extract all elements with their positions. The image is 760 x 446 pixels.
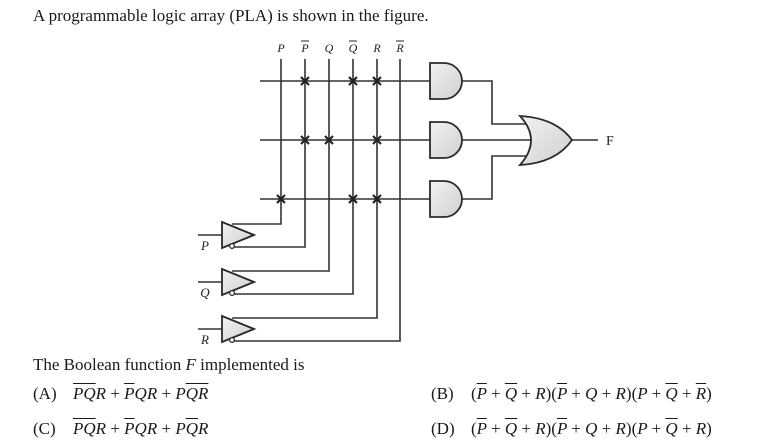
inversion-bubble — [229, 290, 236, 297]
or-gate — [517, 114, 574, 167]
option-b[interactable]: (B) (P + Q + R)(P + Q + R)(P + Q + R) — [431, 384, 712, 404]
option-label: (D) — [431, 419, 455, 438]
option-expression: (P + Q + R)(P + Q + R)(P + Q + R) — [471, 384, 712, 403]
and-gate — [429, 121, 463, 159]
wiring — [198, 59, 598, 342]
crosspoint-mark — [372, 76, 382, 86]
input-label-q: Q — [200, 285, 210, 300]
column-label-r: R — [372, 41, 381, 55]
buffer-inverter-gate — [221, 220, 257, 250]
crosspoint-mark — [300, 76, 310, 86]
option-c[interactable]: (C) PQR + PQR + PQR — [33, 419, 208, 439]
input-label-p: P — [200, 238, 209, 253]
complement-line — [232, 59, 306, 248]
true-line — [232, 59, 330, 272]
crosspoint-mark — [372, 135, 382, 145]
option-label: (B) — [431, 384, 454, 403]
option-a[interactable]: (A) PQR + PQR + PQR — [33, 384, 208, 404]
inversion-bubble — [229, 243, 236, 250]
buffer-inverter-gate — [221, 267, 257, 297]
and-to-or-wire — [462, 155, 528, 200]
complement-line — [232, 59, 354, 295]
question-text: The Boolean function F implemented is — [33, 355, 305, 374]
output-label: F — [606, 134, 614, 149]
column-label-r-bar: R — [395, 41, 404, 55]
true-line — [232, 59, 378, 319]
true-line — [232, 59, 282, 225]
buffer-inverter-gate — [221, 314, 257, 344]
crosspoint-mark — [348, 194, 358, 204]
option-label: (A) — [33, 384, 57, 403]
crosspoint-mark — [300, 135, 310, 145]
input-label-r: R — [200, 332, 209, 347]
crosspoint-mark — [276, 194, 286, 204]
crosspoint-mark — [372, 194, 382, 204]
column-label-p-bar: P — [300, 41, 309, 55]
gates — [221, 62, 574, 344]
column-label-q: Q — [325, 41, 334, 55]
option-label: (C) — [33, 419, 56, 438]
crosspoint-mark — [324, 135, 334, 145]
crosspoint-mark — [348, 76, 358, 86]
option-expression: (P + Q + R)(P + Q + R)(P + Q + R) — [471, 419, 712, 438]
crosspoints — [276, 76, 382, 204]
and-gate — [429, 62, 463, 100]
column-label-p: P — [276, 41, 285, 55]
problem-statement: A programmable logic array (PLA) is show… — [33, 6, 429, 25]
column-label-q-bar: Q — [349, 41, 358, 55]
option-expression: PQR + PQR + PQR — [73, 384, 209, 403]
option-d[interactable]: (D) (P + Q + R)(P + Q + R)(P + Q + R) — [431, 419, 712, 439]
complement-line — [232, 59, 401, 342]
and-gate — [429, 180, 463, 218]
inversion-bubble — [229, 337, 236, 344]
and-to-or-wire — [462, 80, 528, 125]
option-expression: PQR + PQR + PQR — [73, 419, 209, 438]
